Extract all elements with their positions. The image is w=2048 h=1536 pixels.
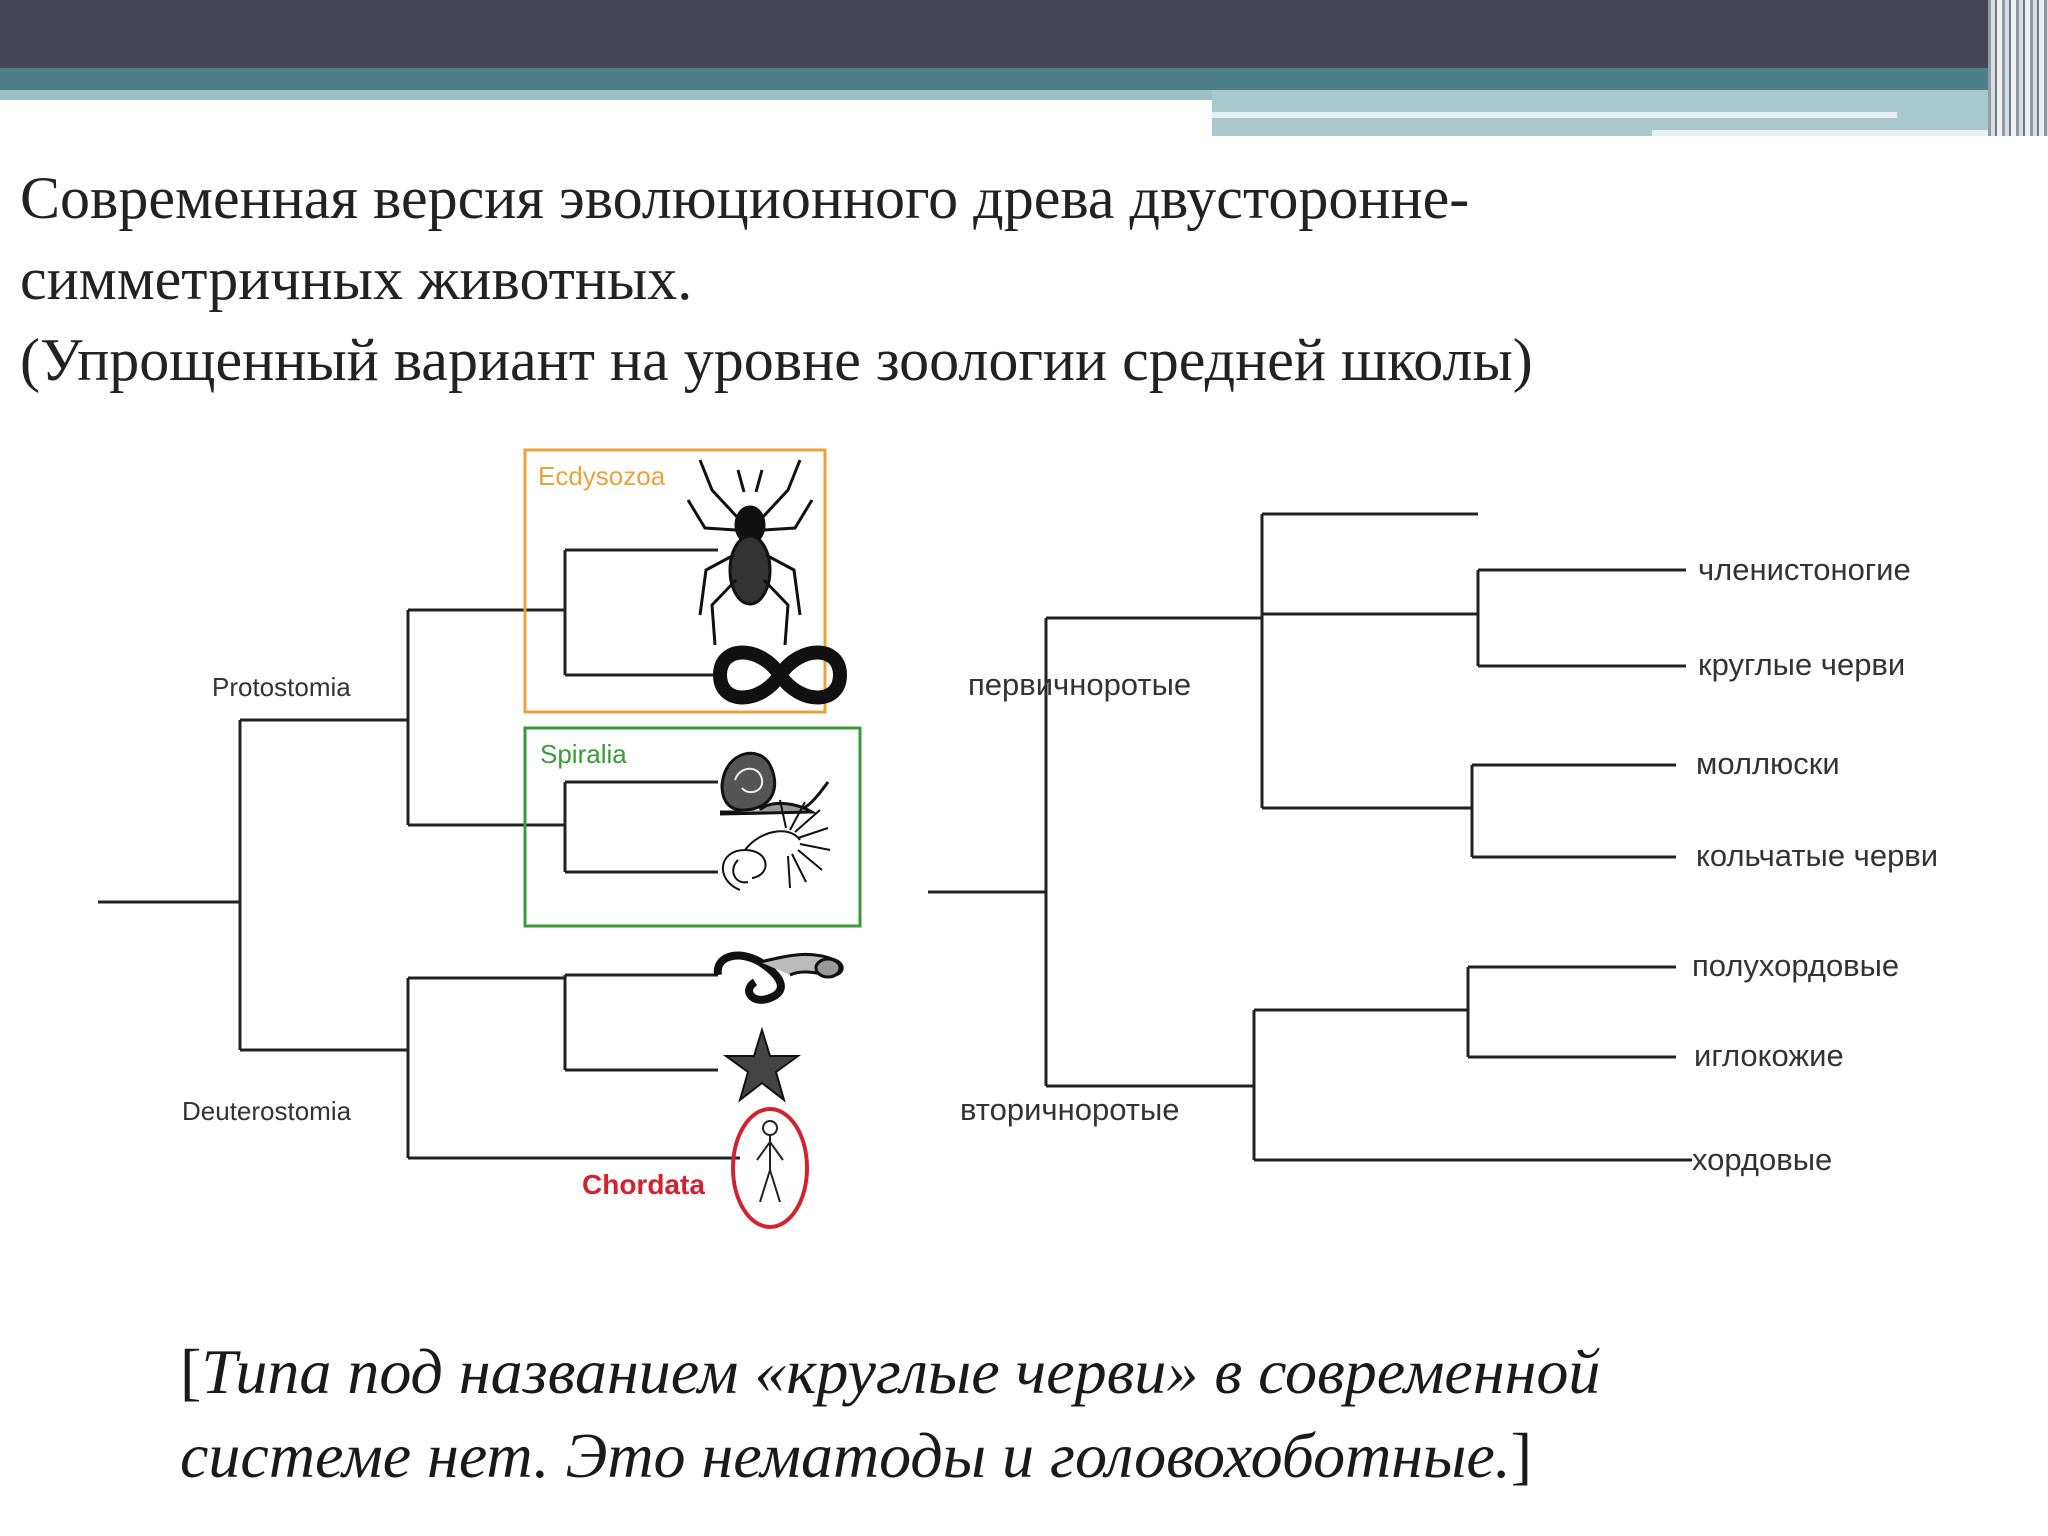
taxon-arthropods: членистоногие: [1698, 552, 1911, 587]
footnote: [Типа под названием «круглые черви» в со…: [180, 1330, 2020, 1498]
header-highlight-line-2: [1652, 130, 2048, 136]
footnote-text-2: системе нет. Это нематоды и головохоботн…: [180, 1420, 1511, 1491]
right-tree-ecdysozoa-subclade: [1262, 568, 1686, 668]
taxon-echinoderms: иглокожие: [1694, 1038, 1844, 1073]
ecdysozoa-label: Ecdysozoa: [538, 461, 666, 491]
footnote-text-1: Типа под названием «круглые черви» в сов…: [201, 1336, 1601, 1407]
header-highlight-line: [1212, 112, 1897, 118]
roundworm-icon: [712, 645, 848, 705]
slide-title: Современная версия эволюционного древа д…: [20, 158, 2020, 401]
title-line-1: Современная версия эволюционного древа д…: [20, 165, 1470, 231]
spiralia-box: [523, 726, 862, 928]
human-icon: [756, 1120, 784, 1203]
header-accent-band: [0, 68, 2048, 90]
title-line-3: (Упрощенный вариант на уровне зоологии с…: [20, 327, 1533, 393]
starfish-icon: [722, 1026, 802, 1103]
taxon-chordates: хордовые: [1692, 1142, 1832, 1177]
taxon-molluscs: моллюски: [1696, 746, 1840, 781]
ecdysozoa-box: [523, 448, 827, 714]
footnote-open-bracket: [: [180, 1336, 202, 1407]
title-line-2: симметричных животных.: [20, 246, 693, 312]
phylogeny-diagram: Ecdysozoa Spiralia Protostomia Deuterost…: [98, 448, 1938, 1229]
right-tree: [928, 512, 1692, 1162]
deuterostomes-label: вторичноротые: [960, 1092, 1179, 1127]
taxon-hemichordates: полухордовые: [1692, 948, 1899, 983]
chordata-ellipse: [731, 1107, 809, 1229]
footnote-close-bracket: ]: [1510, 1420, 1533, 1491]
protostomia-label: Protostomia: [212, 672, 351, 702]
taxon-annelids: кольчатые черви: [1696, 838, 1938, 873]
spider-icon: [686, 459, 814, 646]
taxon-roundworms: круглые черви: [1698, 647, 1905, 682]
deuterostomia-label: Deuterostomia: [182, 1096, 352, 1126]
acorn-worm-icon: [713, 951, 844, 1004]
chordata-label: Chordata: [582, 1169, 705, 1200]
protostomes-label: первичноротые: [968, 667, 1191, 702]
footnote-line-1: [Типа под названием «круглые черви» в со…: [180, 1330, 2020, 1414]
left-tree: [98, 548, 740, 1160]
header-corner-decoration: [1988, 0, 2048, 136]
header-accent-stripe: [0, 90, 1212, 100]
snail-icon: [719, 751, 830, 816]
footnote-line-2: системе нет. Это нематоды и головохоботн…: [180, 1414, 2020, 1498]
annelid-icon: [722, 799, 831, 891]
spiralia-label: Spiralia: [540, 739, 627, 769]
header-bar: [0, 0, 2048, 68]
